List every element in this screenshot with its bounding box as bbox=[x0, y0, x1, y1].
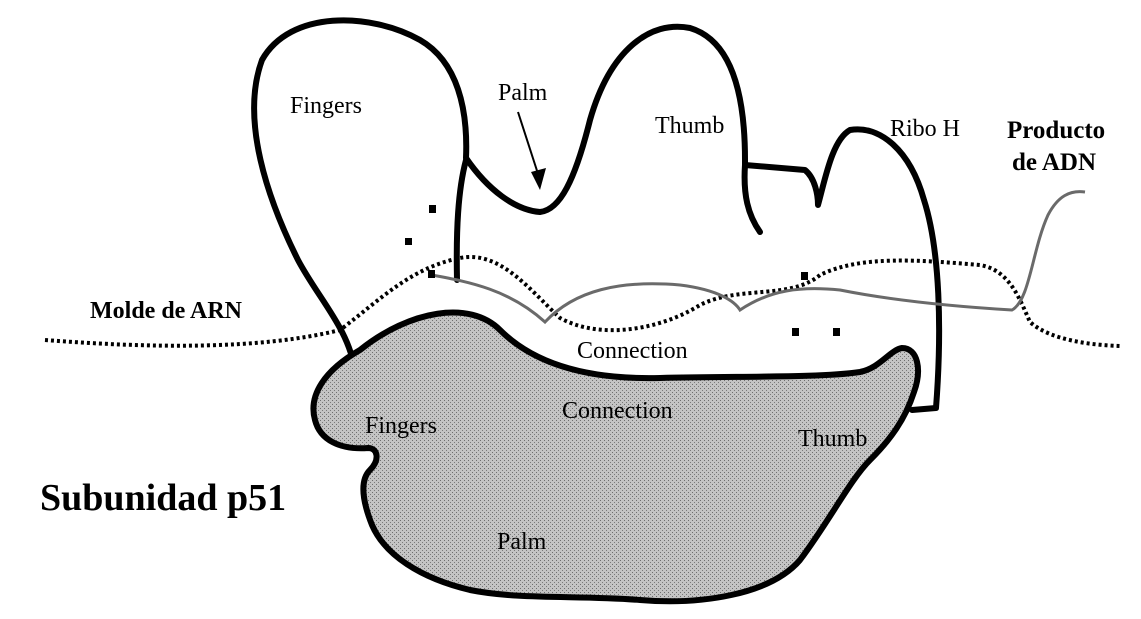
label-molde-arn: Molde de ARN bbox=[90, 298, 243, 324]
label-p66-connection: Connection bbox=[577, 338, 688, 364]
palm-pointer-arrow bbox=[518, 112, 540, 180]
label-p66-fingers: Fingers bbox=[290, 93, 362, 119]
label-ribo-h: Ribo H bbox=[890, 116, 960, 142]
p66-thumb-inner-line bbox=[745, 165, 760, 232]
label-subunidad-p51: Subunidad p51 bbox=[40, 477, 286, 519]
label-p66-thumb: Thumb bbox=[655, 113, 724, 139]
label-producto-line2: de ADN bbox=[1012, 149, 1096, 176]
palm-arrowhead bbox=[531, 168, 546, 190]
label-p51-fingers: Fingers bbox=[365, 413, 437, 439]
label-p66-palm: Palm bbox=[498, 80, 548, 106]
label-p51-connection: Connection bbox=[562, 398, 673, 424]
label-producto-line1: Producto bbox=[1007, 117, 1105, 144]
label-p51-palm: Palm bbox=[497, 529, 547, 555]
p66-fingers-inner-line bbox=[457, 160, 466, 280]
label-p51-thumb: Thumb bbox=[798, 426, 867, 452]
